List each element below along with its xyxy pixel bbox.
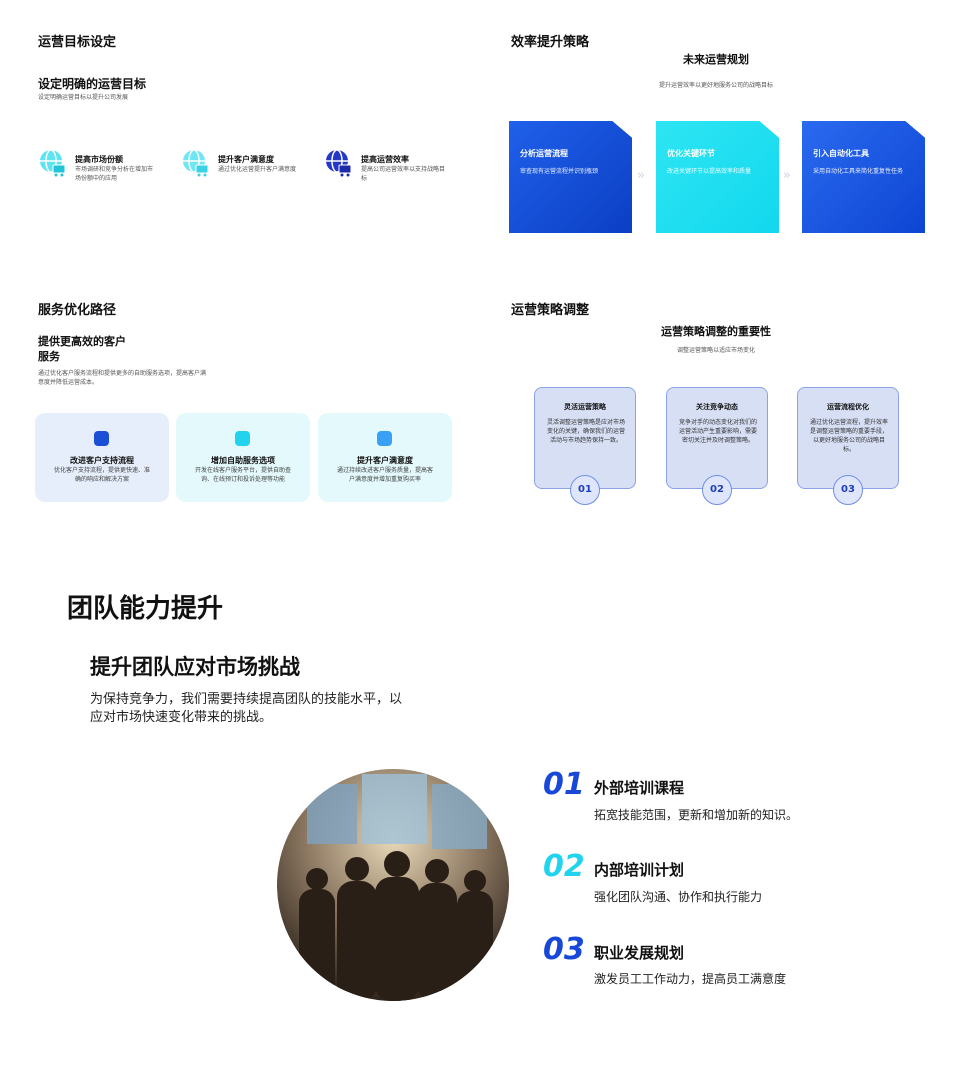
list-item-title: 职业发展规划 bbox=[594, 944, 685, 962]
goal-item-desc: 市场调研和竞争分析在增加市场份额中的应用 bbox=[75, 166, 154, 182]
team-title: 团队能力提升 bbox=[67, 594, 224, 624]
team-heading: 提升团队应对市场挑战 bbox=[90, 655, 300, 679]
adjust-card-desc: 通过优化运营流程，提升效率是调整运营策略的重要手段，以更好地服务公司的战略目标。 bbox=[809, 419, 888, 453]
list-item-desc: 强化团队沟通、协作和执行能力 bbox=[594, 890, 763, 904]
adjust-card-title: 关注竞争动态 bbox=[696, 403, 738, 411]
strategy-card-desc: 审查现有运营流程并识别瓶颈 bbox=[520, 168, 599, 175]
section-title-adjust: 运营策略调整 bbox=[511, 303, 590, 318]
list-number-02: 02 bbox=[543, 849, 585, 884]
goal-item-title: 提高运营效率 bbox=[361, 155, 409, 164]
efficiency-heading: 未来运营规划 bbox=[683, 53, 749, 66]
service-card-desc: 通过持续改进客户服务质量，提高客户满意度并增加重复购买率 bbox=[337, 467, 434, 483]
adjust-card-process: 运营流程优化 通过优化运营流程，提升效率是调整运营策略的重要手段，以更好地服务公… bbox=[797, 387, 899, 489]
step-number: 03 bbox=[833, 475, 863, 505]
service-card-desc: 优化客户支持流程，提供更快速、准确的响应和解决方案 bbox=[54, 467, 151, 483]
list-item-desc: 激发员工工作动力，提高员工满意度 bbox=[594, 972, 787, 986]
adjust-card-flexible: 灵活运营策略 灵活调整运营策略是应对市场变化的关键，确保我们的运营活动与市场趋势… bbox=[534, 387, 636, 489]
strategy-card-optimize: 优化关键环节 改进关键环节以提高效率和质量 bbox=[656, 121, 779, 233]
strategy-card-title: 分析运营流程 bbox=[520, 149, 568, 158]
list-item-desc: 拓宽技能范围，更新和增加新的知识。 bbox=[594, 808, 799, 822]
section-title-service: 服务优化路径 bbox=[38, 303, 117, 318]
adjust-heading: 运营策略调整的重要性 bbox=[661, 325, 771, 338]
section-title-goals: 运营目标设定 bbox=[38, 35, 117, 50]
gear-icon bbox=[235, 431, 250, 446]
list-number-03: 03 bbox=[543, 932, 585, 967]
goal-item-title: 提升客户满意度 bbox=[218, 155, 274, 164]
service-desc: 通过优化客户服务流程和提供更多的自助服务选项，提高客户满意度并降低运营成本。 bbox=[38, 370, 207, 386]
adjust-card-title: 灵活运营策略 bbox=[564, 403, 606, 411]
service-card-satisfaction: 提升客户满意度 通过持续改进客户服务质量，提高客户满意度并增加重复购买率 bbox=[318, 413, 452, 502]
service-card-title: 提升客户满意度 bbox=[357, 456, 413, 465]
adjust-card-desc: 竞争对手的动态变化对我们的运营活动产生重要影响，需要密切关注并及时调整策略。 bbox=[678, 419, 757, 444]
efficiency-desc: 提升运营效率以更好地服务公司的战略目标 bbox=[658, 82, 773, 89]
list-item-title: 外部培训课程 bbox=[594, 779, 685, 797]
service-card-desc: 开发在线客户服务平台，提供自助查询、在线预订和投诉处理等功能 bbox=[195, 467, 292, 483]
list-number-01: 01 bbox=[543, 767, 585, 802]
strategy-card-desc: 采用自动化工具来简化重复性任务 bbox=[813, 168, 904, 175]
globe-cart-icon bbox=[181, 148, 211, 178]
service-heading: 提供更高效的客户服务 bbox=[38, 335, 126, 363]
chevron-right-icon: » bbox=[783, 168, 791, 183]
goal-item-title: 提高市场份额 bbox=[75, 155, 123, 164]
service-card-title: 改进客户支持流程 bbox=[70, 456, 134, 465]
strategy-card-analyze: 分析运营流程 审查现有运营流程并识别瓶颈 bbox=[509, 121, 632, 233]
adjust-card-desc: 灵活调整运营策略是应对市场变化的关键，确保我们的运营活动与市场趋势保持一致。 bbox=[546, 419, 625, 444]
strategy-card-title: 引入自动化工具 bbox=[813, 149, 869, 158]
goal-item-desc: 提高公司运营效率以支持战略目标 bbox=[361, 166, 446, 182]
section-title-efficiency: 效率提升策略 bbox=[511, 35, 590, 50]
goal-item-desc: 通过优化运营提升客户满意度 bbox=[218, 166, 297, 173]
adjust-card-title: 运营流程优化 bbox=[827, 403, 869, 411]
list-item-title: 内部培训计划 bbox=[594, 861, 685, 879]
globe-cart-icon bbox=[38, 148, 68, 178]
globe-cart-icon bbox=[324, 148, 354, 178]
chevron-right-icon: » bbox=[637, 168, 645, 183]
message-icon bbox=[377, 431, 392, 446]
service-card-title: 增加自助服务选项 bbox=[211, 456, 275, 465]
goals-heading: 设定明确的运营目标 bbox=[38, 77, 147, 91]
service-card-selfservice: 增加自助服务选项 开发在线客户服务平台，提供自助查询、在线预订和投诉处理等功能 bbox=[176, 413, 310, 502]
strategy-card-title: 优化关键环节 bbox=[667, 149, 715, 158]
team-paragraph-line2: 应对市场快速变化带来的挑战。 bbox=[90, 710, 273, 725]
team-photo bbox=[277, 769, 509, 1001]
strategy-card-desc: 改进关键环节以提高效率和质量 bbox=[667, 168, 752, 175]
step-number: 02 bbox=[702, 475, 732, 505]
goals-desc: 设定明确运营目标以提升公司发展 bbox=[38, 94, 129, 101]
step-number: 01 bbox=[570, 475, 600, 505]
chat-icon bbox=[94, 431, 109, 446]
adjust-desc: 调整运营策略以适应市场变化 bbox=[676, 347, 755, 354]
adjust-card-competition: 关注竞争动态 竞争对手的动态变化对我们的运营活动产生重要影响，需要密切关注并及时… bbox=[666, 387, 768, 489]
service-card-support: 改进客户支持流程 优化客户支持流程，提供更快速、准确的响应和解决方案 bbox=[35, 413, 169, 502]
strategy-card-automation: 引入自动化工具 采用自动化工具来简化重复性任务 bbox=[802, 121, 925, 233]
team-paragraph-line1: 为保持竞争力，我们需要持续提高团队的技能水平，以 bbox=[90, 692, 403, 707]
